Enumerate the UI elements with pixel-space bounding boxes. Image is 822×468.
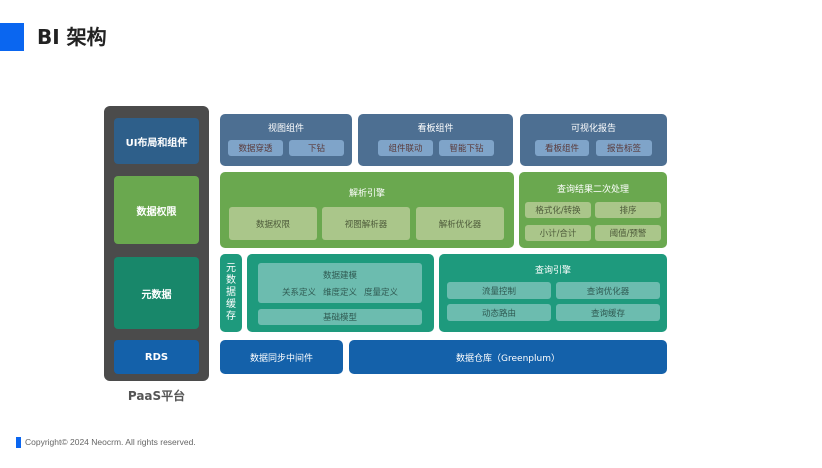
visual-report-panel: 可视化报告 看板组件 报告标签 bbox=[520, 114, 667, 166]
base-model: 基础模型 bbox=[258, 309, 422, 325]
chip: 查询缓存 bbox=[556, 304, 660, 321]
data-modeling-title: 数据建模 bbox=[322, 271, 357, 281]
chip: 动态路由 bbox=[447, 304, 551, 321]
page-title: BI 架构 bbox=[37, 25, 107, 49]
view-components-panel: 视图组件 数据穿透 下钻 bbox=[220, 114, 352, 166]
modeling-item: 度量定义 bbox=[364, 288, 399, 298]
metadata-cache-panel: 元 数 据 缓 存 bbox=[220, 254, 242, 332]
paas-platform-column: UI布局和组件 数据权限 元数据 RDS bbox=[104, 106, 209, 381]
chip: 查询优化器 bbox=[556, 282, 660, 299]
cache-char: 元 bbox=[226, 263, 236, 274]
chip: 解析优化器 bbox=[416, 207, 504, 240]
panel-title: 查询结果二次处理 bbox=[556, 185, 629, 195]
parse-engine-panel: 解析引擎 数据权限 视图解析器 解析优化器 bbox=[220, 172, 514, 248]
dashboard-components-panel: 看板组件 组件联动 智能下钻 bbox=[358, 114, 513, 166]
modeling-item: 关系定义 bbox=[281, 288, 316, 298]
chip: 格式化/转换 bbox=[525, 202, 591, 218]
cache-char: 据 bbox=[226, 287, 236, 298]
chip: 智能下钻 bbox=[439, 140, 494, 156]
chip: 视图解析器 bbox=[322, 207, 410, 240]
panel-title: 可视化报告 bbox=[570, 124, 616, 134]
paas-ui-layout: UI布局和组件 bbox=[114, 118, 199, 164]
modeling-item: 维度定义 bbox=[322, 288, 357, 298]
chip: 组件联动 bbox=[378, 140, 433, 156]
chip: 报告标签 bbox=[596, 140, 652, 156]
chip: 下钻 bbox=[289, 140, 344, 156]
chip: 小计/合计 bbox=[525, 225, 591, 241]
cache-char: 存 bbox=[226, 311, 236, 322]
panel-title: 查询引擎 bbox=[534, 266, 571, 276]
panel-title: 视图组件 bbox=[267, 124, 304, 134]
title-accent-bar bbox=[0, 23, 24, 51]
chip: 数据权限 bbox=[229, 207, 317, 240]
paas-data-permission: 数据权限 bbox=[114, 176, 199, 244]
paas-rds: RDS bbox=[114, 340, 199, 374]
chip: 排序 bbox=[595, 202, 661, 218]
paas-metadata: 元数据 bbox=[114, 257, 199, 329]
data-modeling-box: 数据建模 关系定义 维度定义 度量定义 bbox=[258, 263, 422, 303]
chip: 流量控制 bbox=[447, 282, 551, 299]
chip: 看板组件 bbox=[535, 140, 589, 156]
panel-title: 看板组件 bbox=[417, 124, 454, 134]
copyright-text: Copyright© 2024 Neocrm. All rights reser… bbox=[25, 437, 196, 447]
chip: 数据穿透 bbox=[228, 140, 283, 156]
cache-char: 缓 bbox=[226, 299, 236, 310]
data-modeling-panel: 数据建模 关系定义 维度定义 度量定义 基础模型 bbox=[247, 254, 434, 332]
panel-title: 解析引擎 bbox=[348, 189, 385, 199]
data-sync-middleware: 数据同步中间件 bbox=[220, 340, 343, 374]
cache-char: 数 bbox=[226, 275, 236, 286]
post-processing-panel: 查询结果二次处理 格式化/转换 排序 小计/合计 阈值/预警 bbox=[519, 172, 667, 248]
query-engine-panel: 查询引擎 流量控制 查询优化器 动态路由 查询缓存 bbox=[439, 254, 667, 332]
paas-label: PaaS平台 bbox=[127, 389, 186, 403]
footer-accent-bar bbox=[16, 437, 21, 448]
chip: 阈值/预警 bbox=[595, 225, 661, 241]
data-warehouse: 数据仓库（Greenplum） bbox=[349, 340, 667, 374]
